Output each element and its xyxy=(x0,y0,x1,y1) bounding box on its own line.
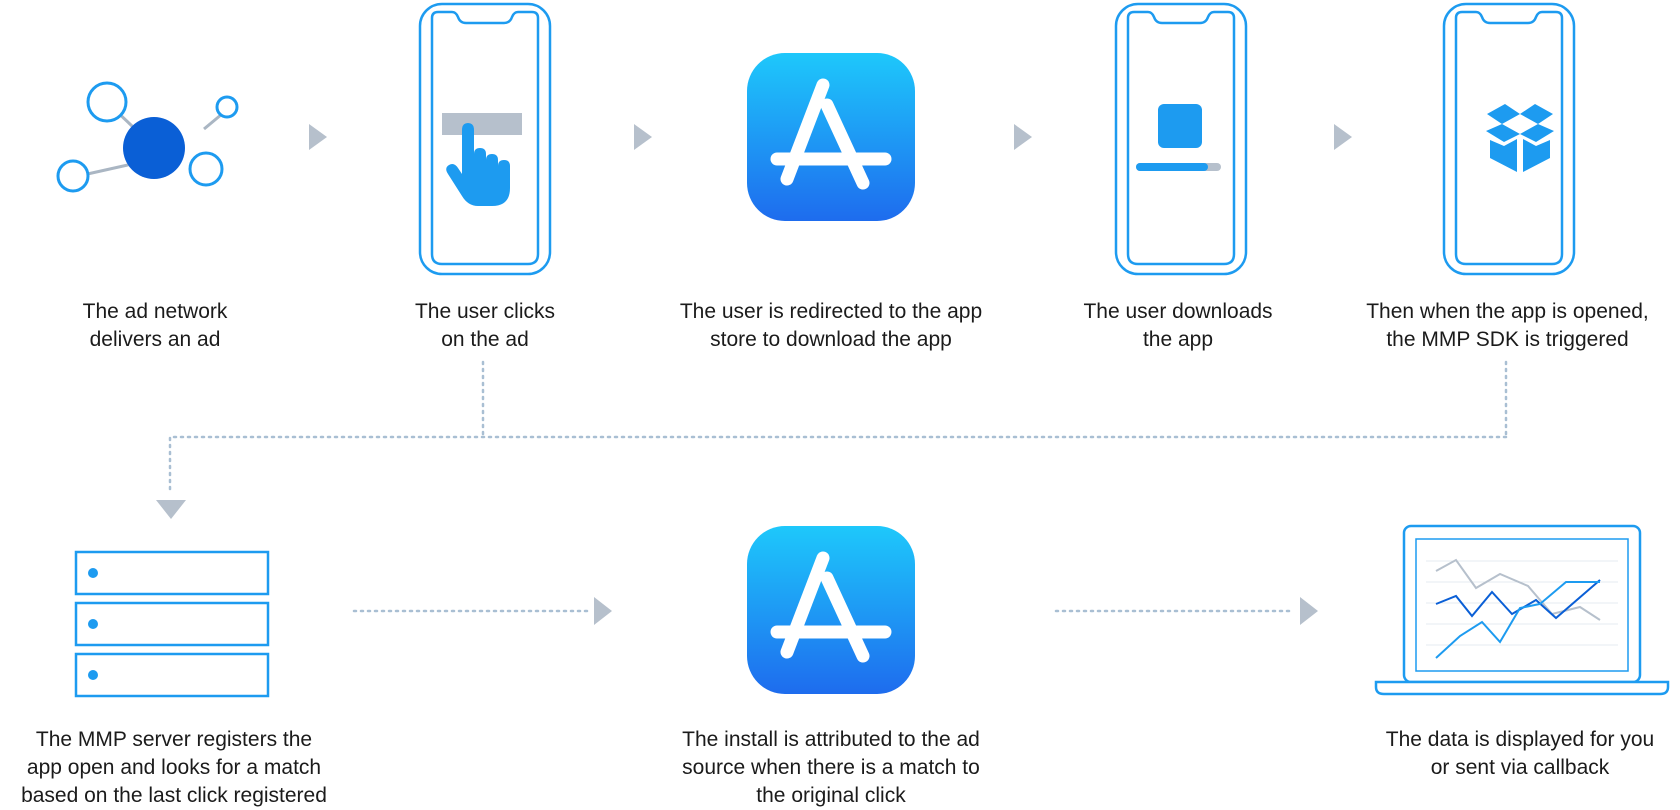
arrow-right-icon xyxy=(1334,124,1352,150)
network-nodes-icon xyxy=(50,75,250,200)
arrow-right-icon xyxy=(634,124,652,150)
step-caption: The MMP server registers the app open an… xyxy=(21,728,327,807)
app-store-icon xyxy=(747,53,915,221)
arrow-down-icon xyxy=(156,500,186,519)
phone-download-icon xyxy=(1114,2,1248,276)
step-caption: The data is displayed for you or sent vi… xyxy=(1385,728,1655,779)
step-caption: The user downloads the app xyxy=(1083,300,1273,351)
step-caption: The user clicks on the ad xyxy=(414,300,556,351)
step-caption: The user is redirected to the app store … xyxy=(679,300,983,351)
arrow-right-icon xyxy=(1014,124,1032,150)
server-icon xyxy=(74,550,270,698)
app-store-icon xyxy=(747,526,915,694)
step-caption: Then when the app is opened, the MMP SDK… xyxy=(1366,300,1649,351)
phone-tap-icon xyxy=(418,2,552,276)
laptop-chart-icon xyxy=(1374,524,1670,698)
arrow-right-icon xyxy=(1300,597,1318,625)
step-caption: The ad network delivers an ad xyxy=(82,300,228,351)
step-caption: The install is attributed to the ad sour… xyxy=(682,728,980,807)
arrow-right-icon xyxy=(594,597,612,625)
arrow-right-icon xyxy=(309,124,327,150)
dotted-feedback-line xyxy=(168,360,1508,496)
phone-box-icon xyxy=(1442,2,1576,276)
